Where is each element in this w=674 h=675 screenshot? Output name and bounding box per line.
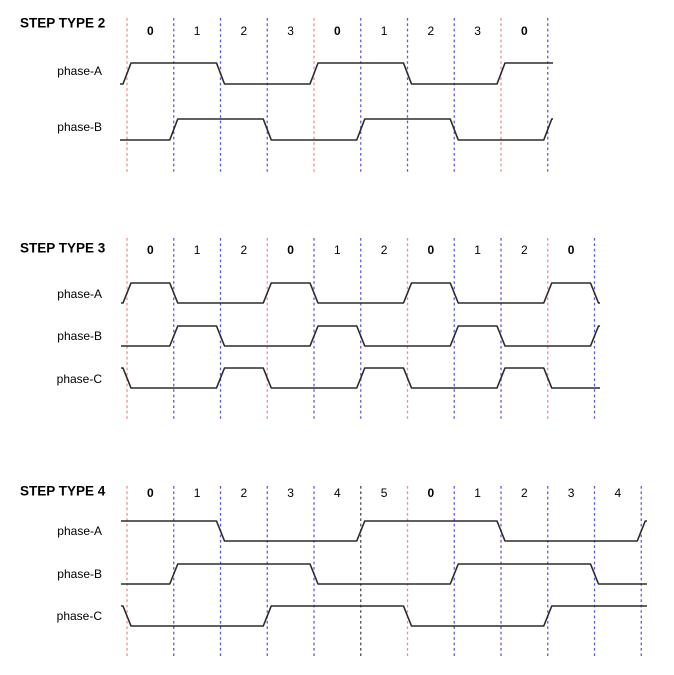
step-number-label: 3 bbox=[567, 486, 575, 500]
waveform-phase-b bbox=[120, 118, 553, 141]
step-number-label: 0 bbox=[334, 24, 341, 38]
phase-label-phase-a: phase-A bbox=[57, 524, 102, 538]
section-title-step-type-2: STEP TYPE 2 bbox=[20, 15, 106, 31]
step-number-label: 2 bbox=[240, 486, 248, 500]
step-number-label: 0 bbox=[287, 243, 294, 257]
phase-label-phase-b: phase-B bbox=[57, 120, 102, 134]
step-number-label: 5 bbox=[380, 486, 388, 500]
waveform-phase-c bbox=[121, 367, 600, 389]
step-number-label: 1 bbox=[193, 24, 201, 38]
waveform-phase-b bbox=[121, 563, 647, 585]
step-number-label: 2 bbox=[427, 24, 435, 38]
phase-label-phase-c: phase-C bbox=[56, 372, 102, 386]
waveform-phase-c bbox=[121, 605, 647, 627]
waveform-phase-a bbox=[120, 62, 553, 85]
step-number-label: 3 bbox=[287, 486, 294, 500]
step-number-label: 3 bbox=[474, 24, 481, 38]
step-number-label: 0 bbox=[427, 486, 435, 500]
step-number-label: 0 bbox=[521, 24, 528, 38]
step-number-label: 1 bbox=[474, 243, 481, 257]
step-number-label: 2 bbox=[521, 243, 528, 257]
phase-label-phase-a: phase-A bbox=[57, 287, 102, 301]
step-number-label: 4 bbox=[614, 486, 622, 500]
phase-label-phase-a: phase-A bbox=[57, 64, 102, 78]
step-number-label: 1 bbox=[474, 486, 481, 500]
waveform-phase-a bbox=[121, 520, 647, 542]
step-number-label: 3 bbox=[287, 24, 294, 38]
step-number-label: 2 bbox=[240, 243, 248, 257]
step-number-label: 0 bbox=[427, 243, 435, 257]
section-title-step-type-4: STEP TYPE 4 bbox=[20, 483, 106, 499]
step-number-label: 0 bbox=[147, 243, 154, 257]
step-number-label: 2 bbox=[521, 486, 528, 500]
phase-label-phase-b: phase-B bbox=[57, 329, 102, 343]
step-number-label: 0 bbox=[147, 24, 154, 38]
step-number-label: 4 bbox=[334, 486, 341, 500]
waveform-phase-a bbox=[121, 282, 600, 304]
step-number-label: 0 bbox=[147, 486, 154, 500]
waveform-phase-b bbox=[121, 325, 600, 347]
step-number-label: 1 bbox=[334, 243, 341, 257]
step-number-label: 2 bbox=[240, 24, 248, 38]
step-number-label: 2 bbox=[380, 243, 388, 257]
step-number-label: 1 bbox=[193, 243, 201, 257]
step-number-label: 0 bbox=[567, 243, 575, 257]
phase-label-phase-b: phase-B bbox=[57, 567, 102, 581]
phase-label-phase-c: phase-C bbox=[56, 609, 102, 623]
step-number-label: 1 bbox=[380, 24, 388, 38]
step-number-label: 1 bbox=[193, 486, 201, 500]
section-title-step-type-3: STEP TYPE 3 bbox=[20, 240, 106, 256]
